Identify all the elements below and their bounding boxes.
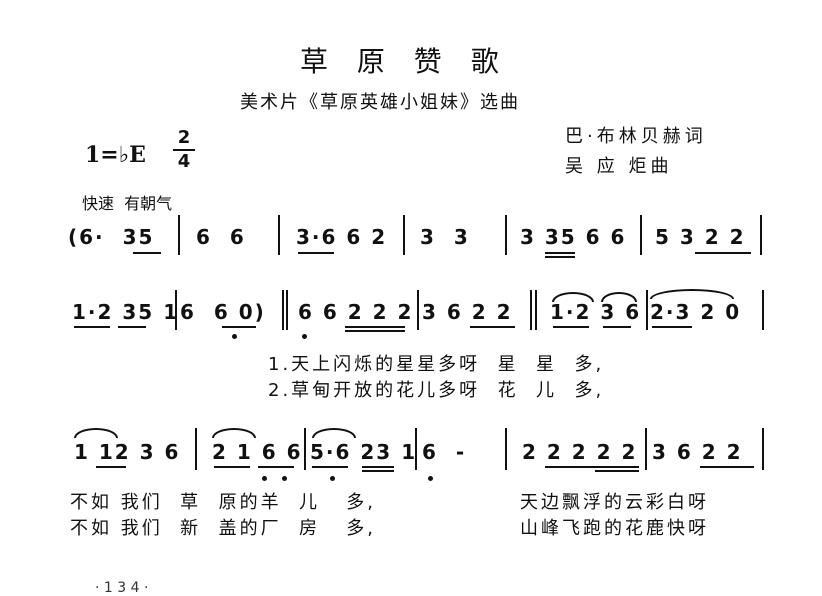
measure-r1-m5: 3 35 6 6: [520, 225, 627, 249]
slur: [601, 292, 637, 302]
low-octave-dot: [262, 476, 267, 481]
measure-r1-m2: 6 6: [196, 225, 246, 249]
lyric-verse2-line2: 不如 我们 新 盖的厂 房 多,: [70, 518, 376, 539]
underline: [298, 252, 334, 254]
bar-line: [286, 290, 288, 330]
underline: [700, 466, 754, 468]
measure-r3-m5: 2 2 2 2 2: [522, 440, 638, 464]
measure-r3-m1: 1 12 3 6: [74, 440, 181, 464]
underline: [595, 470, 639, 472]
underline: [470, 326, 515, 328]
bar-line: [762, 428, 764, 470]
bar-line: [760, 215, 762, 255]
measure-r3-m2: 2 1 6 6: [212, 440, 303, 464]
underline: [222, 326, 256, 328]
measure-r3-m4: 6 -: [422, 440, 467, 464]
bar-line: [282, 290, 284, 330]
bar-line: [505, 215, 507, 255]
underline: [553, 326, 589, 328]
lyric-verse2-line3: 山峰飞跑的花鹿快呀: [520, 518, 709, 539]
underline: [362, 470, 394, 472]
low-octave-dot: [282, 476, 287, 481]
time-signature-top: 2: [177, 127, 191, 148]
low-octave-dot: [428, 476, 433, 481]
underline: [133, 252, 161, 254]
underline: [545, 256, 575, 258]
measure-r2-m5: 1·2 3 6: [550, 300, 642, 324]
page-number: · 1 3 4 ·: [95, 580, 149, 596]
measure-r3-m3: 5·6 23 1: [310, 440, 418, 464]
measure-r1-m3: 3·6 6 2: [296, 225, 388, 249]
lyric-verse2-line1: 2.草甸开放的花儿多呀 花 儿 多,: [268, 380, 605, 401]
key-signature: 1=♭E: [85, 142, 146, 168]
bar-line: [195, 428, 197, 470]
bar-line: [762, 290, 764, 330]
slur: [74, 428, 118, 438]
bar-line: [505, 428, 507, 470]
measure-r1-m1: (6· 35: [68, 225, 155, 249]
lyric-verse1-line3: 天边飘浮的云彩白呀: [520, 492, 709, 513]
lyricist-credit: 巴·布林贝赫词: [565, 126, 707, 147]
measure-r1-m6: 5 3 2 2: [655, 225, 746, 249]
underline: [695, 252, 751, 254]
underline: [362, 466, 394, 468]
time-signature-bar: [173, 149, 195, 151]
bar-line: [646, 290, 648, 330]
bar-line: [535, 290, 537, 330]
measure-r2-m2: 6 6 0): [180, 300, 266, 324]
low-octave-dot: [232, 334, 237, 339]
underline: [345, 330, 405, 332]
measure-r3-m6: 3 6 2 2: [652, 440, 743, 464]
underline: [603, 326, 631, 328]
measure-r2-m3: 6 6 2 2 2: [298, 300, 414, 324]
underline: [258, 466, 294, 468]
bar-line: [640, 215, 642, 255]
underline: [545, 252, 575, 254]
lyric-verse1-line1: 1.天上闪烁的星星多呀 星 星 多,: [268, 354, 605, 375]
slur: [212, 428, 256, 438]
bar-line: [645, 428, 647, 470]
bar-line: [417, 290, 419, 330]
time-signature: 2 4: [173, 128, 195, 172]
slur: [650, 289, 734, 299]
underline: [214, 466, 250, 468]
composer-credit: 吴 应 炬曲: [565, 156, 673, 177]
measure-r2-m1: 1·2 35 1: [72, 300, 180, 324]
bar-line: [278, 215, 280, 255]
underline: [74, 326, 110, 328]
low-octave-dot: [330, 476, 335, 481]
measure-r2-m6: 2·3 2 0: [650, 300, 742, 324]
bar-line: [415, 428, 417, 470]
bar-line: [530, 290, 532, 330]
song-subtitle: 美术片《草原英雄小姐妹》选曲: [240, 92, 520, 113]
bar-line: [178, 215, 180, 255]
measure-r2-m4: 3 6 2 2: [422, 300, 513, 324]
tempo-marking: 快速 有朝气: [82, 194, 173, 213]
bar-line: [403, 215, 405, 255]
underline: [545, 466, 639, 468]
low-octave-dot: [302, 334, 307, 339]
underline: [345, 326, 405, 328]
bar-line: [175, 290, 177, 330]
time-signature-bottom: 4: [177, 151, 191, 172]
bar-line: [304, 428, 306, 470]
underline: [652, 326, 692, 328]
lyric-verse1-line2: 不如 我们 草 原的羊 儿 多,: [70, 492, 376, 513]
slur: [552, 292, 594, 302]
slur: [312, 428, 356, 438]
measure-r1-m4: 3 3: [420, 225, 470, 249]
underline: [118, 326, 146, 328]
underline: [96, 466, 126, 468]
underline: [312, 466, 348, 468]
song-title: 草 原 赞 歌: [300, 45, 509, 78]
